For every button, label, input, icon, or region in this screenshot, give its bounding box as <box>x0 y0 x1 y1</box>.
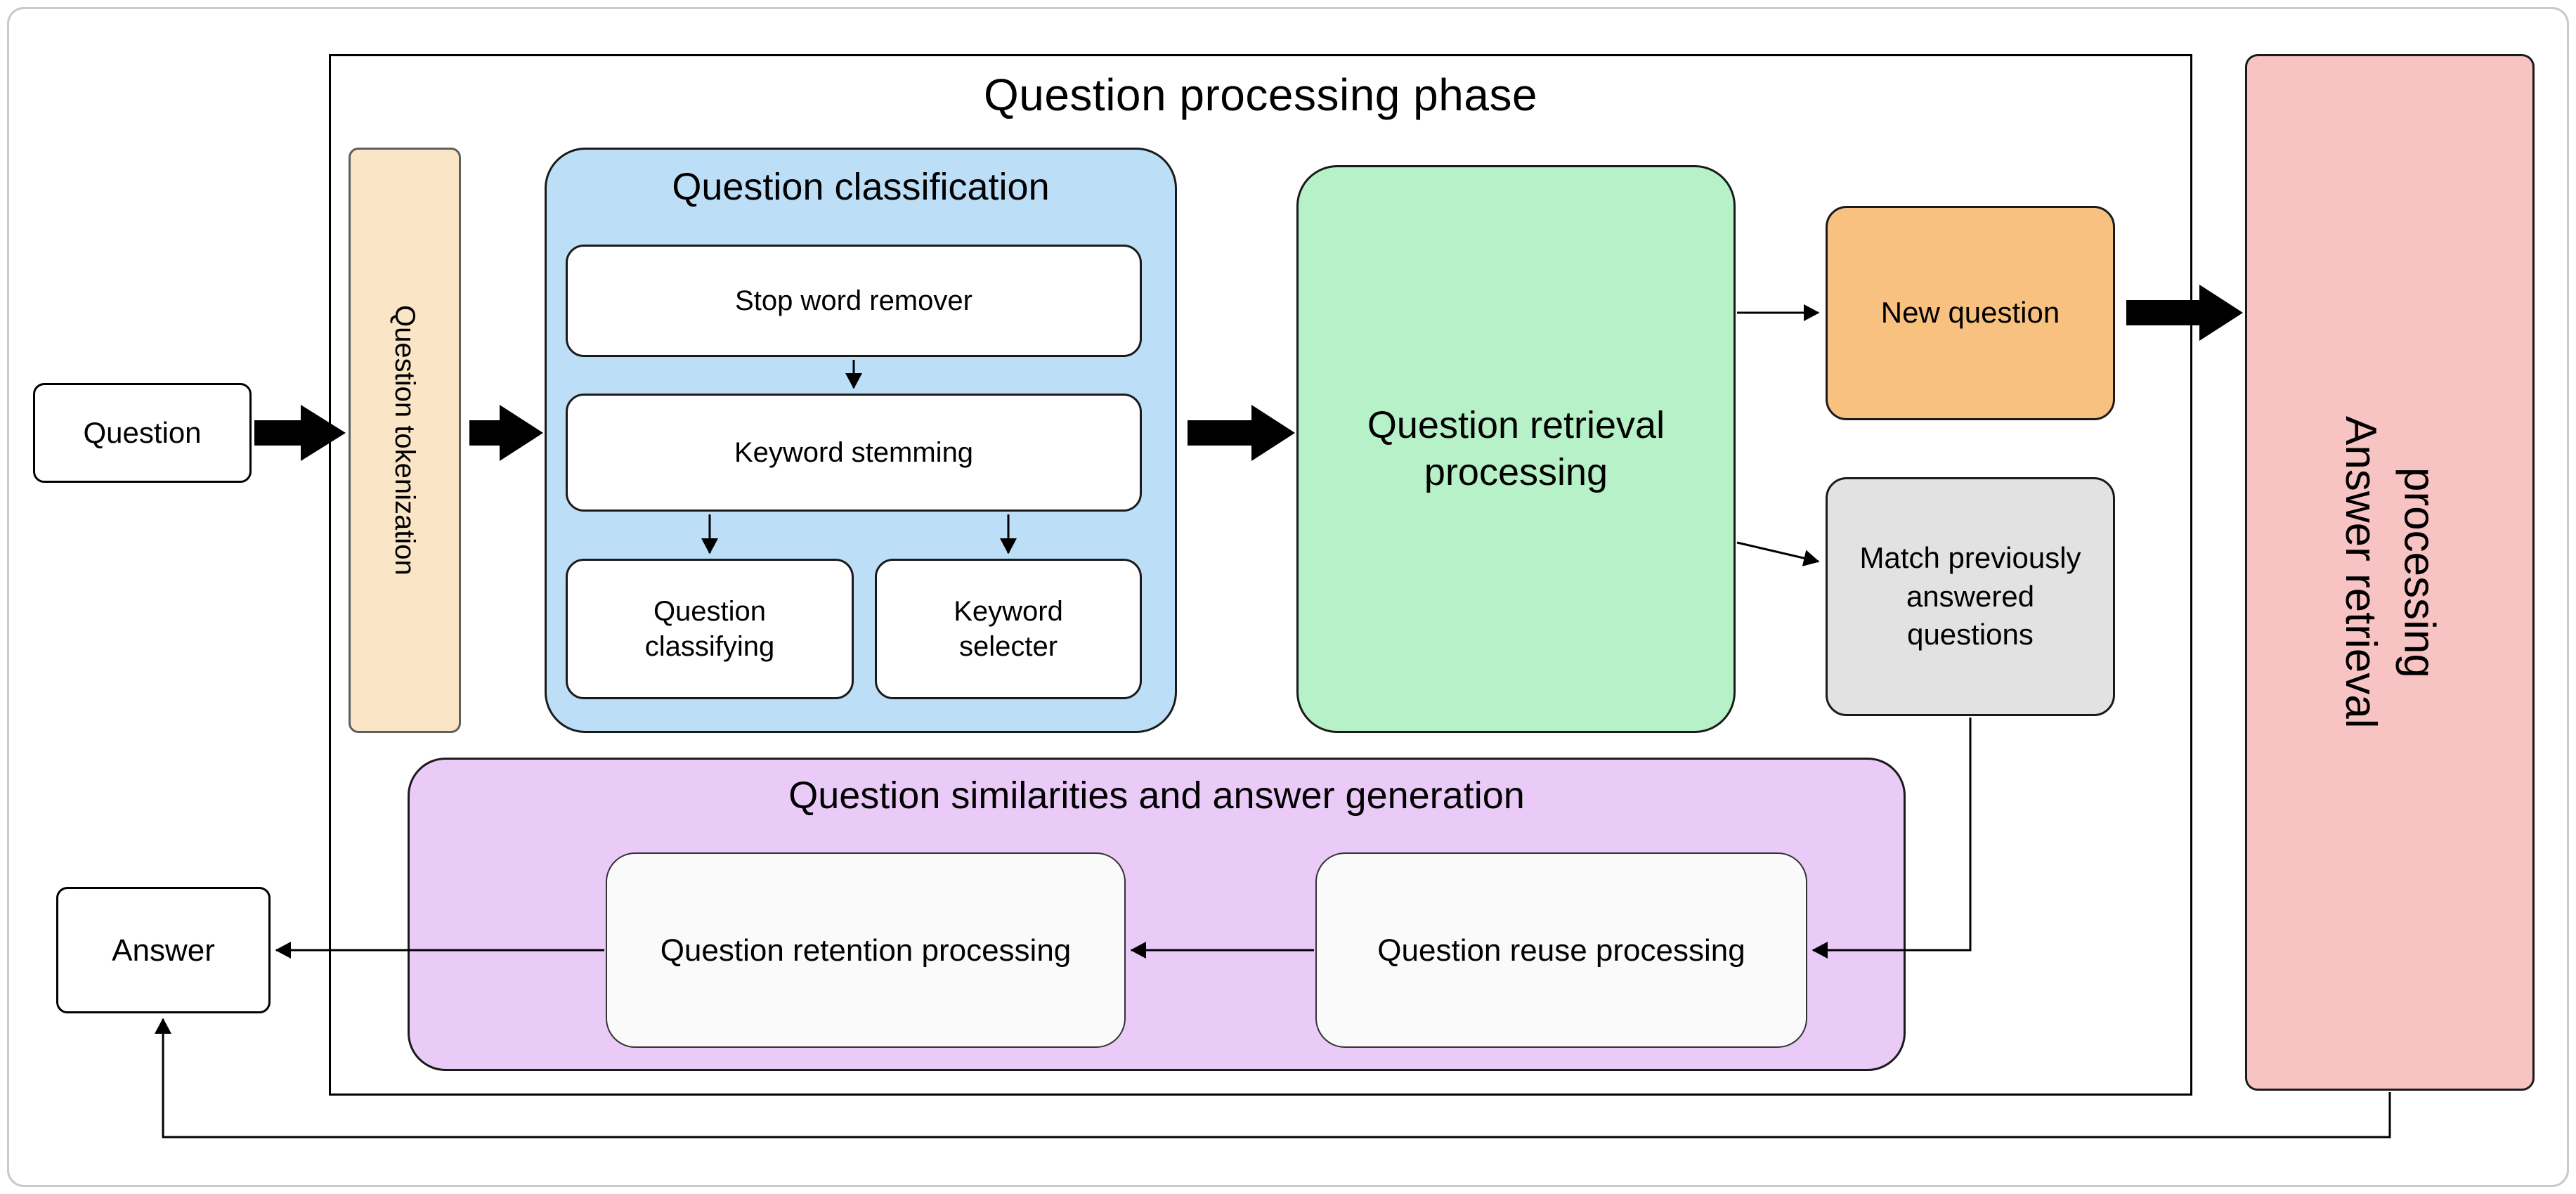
node-new-question-label: New question <box>1880 296 2060 330</box>
node-question-retrieval-processing: Question retrieval processing <box>1296 165 1736 733</box>
node-keyword-stemming: Keyword stemming <box>566 394 1142 512</box>
node-keyword-selecter: Keyword selecter <box>875 559 1142 699</box>
node-match-previously-answered: Match previously answered questions <box>1826 477 2115 716</box>
page-title: Question processing phase <box>983 70 1538 120</box>
group-question-classification-title: Question classification <box>672 166 1050 208</box>
node-keyword-stemming-label: Keyword stemming <box>734 437 974 468</box>
node-question-reuse-processing-label: Question reuse processing <box>1377 933 1745 968</box>
node-new-question: New question <box>1826 206 2115 420</box>
node-question-classifying-label: Question classifying <box>644 596 775 662</box>
node-match-previously-answered-label: Match previously answered questions <box>1859 541 2081 651</box>
node-keyword-selecter-label: Keyword selecter <box>954 596 1063 662</box>
node-answer-retrieval-processing-label: Answer retrieval processing <box>2336 416 2444 729</box>
node-stop-word-remover-label: Stop word remover <box>735 285 972 316</box>
node-question-classifying: Question classifying <box>566 559 854 699</box>
node-stop-word-remover: Stop word remover <box>566 245 1142 357</box>
node-answer-retrieval-processing: Answer retrieval processing <box>2245 54 2535 1091</box>
group-question-similarities-title: Question similarities and answer generat… <box>788 774 1525 817</box>
node-question-tokenization: Question tokenization <box>349 148 461 733</box>
node-answer: Answer <box>56 887 271 1013</box>
node-question: Question <box>33 383 252 483</box>
node-question-retention-processing-label: Question retention processing <box>660 933 1072 968</box>
node-question-reuse-processing: Question reuse processing <box>1315 852 1807 1048</box>
node-question-tokenization-label: Question tokenization <box>389 305 420 576</box>
node-question-label: Question <box>83 415 202 449</box>
node-answer-label: Answer <box>112 933 215 968</box>
node-question-retrieval-processing-label: Question retrieval processing <box>1367 403 1665 494</box>
node-question-retention-processing: Question retention processing <box>606 852 1126 1048</box>
